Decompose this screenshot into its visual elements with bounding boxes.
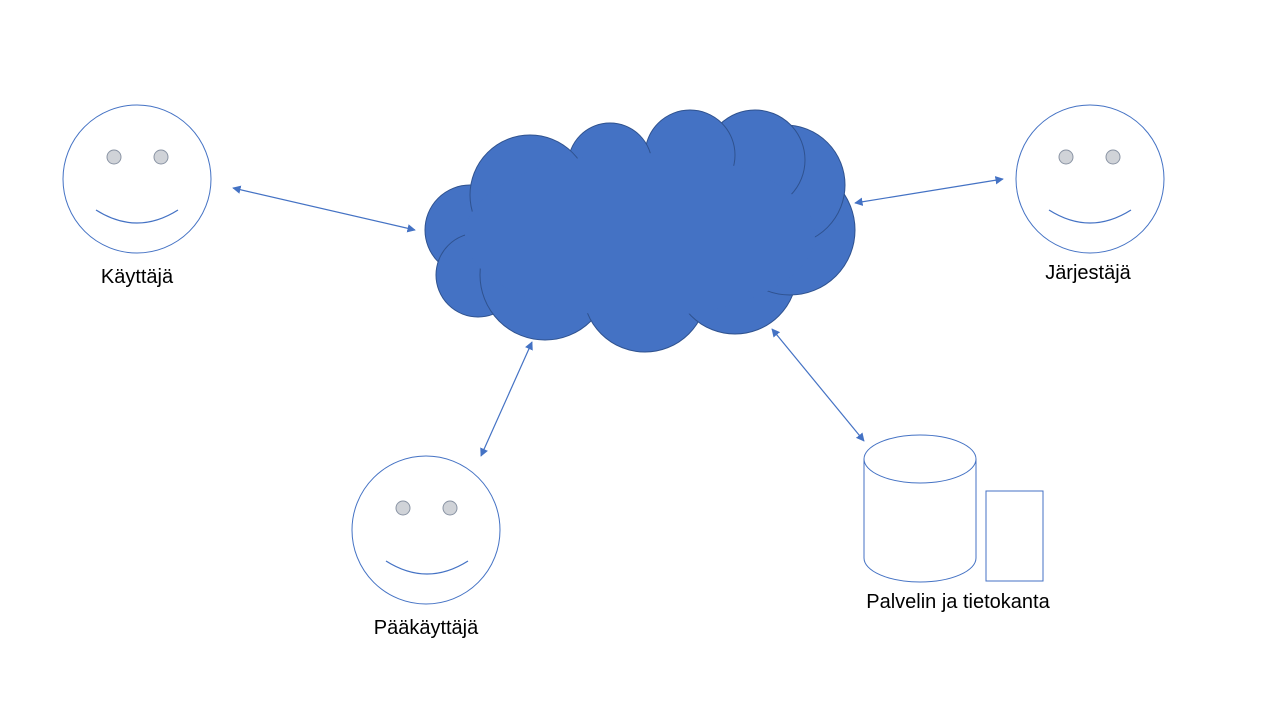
connector-kayttaja xyxy=(232,185,416,233)
connector-jarjestaja xyxy=(854,176,1004,206)
database-cylinder-icon xyxy=(863,434,977,583)
paakayttaja-node: Pääkäyttäjä xyxy=(351,455,501,639)
paakayttaja-label: Pääkäyttäjä xyxy=(374,617,479,639)
server-box-icon xyxy=(985,490,1044,582)
smiley-face-icon xyxy=(1015,104,1165,254)
smiley-face-icon xyxy=(62,104,212,254)
palvelin-node: Palvelin ja tietokanta xyxy=(863,434,1051,613)
kayttaja-node: Käyttäjä xyxy=(62,104,212,288)
cloud-icon xyxy=(424,109,856,353)
kayttaja-label: Käyttäjä xyxy=(101,266,174,288)
database-server-icon xyxy=(863,434,1044,583)
connector-palvelin xyxy=(771,328,865,442)
palvelin-label: Palvelin ja tietokanta xyxy=(866,591,1050,613)
smiley-face-icon xyxy=(351,455,501,605)
jarjestaja-node: Järjestäjä xyxy=(1015,104,1165,284)
connector-paakayttaja xyxy=(480,341,533,457)
connectors xyxy=(232,176,1004,457)
jarjestaja-label: Järjestäjä xyxy=(1045,262,1131,284)
